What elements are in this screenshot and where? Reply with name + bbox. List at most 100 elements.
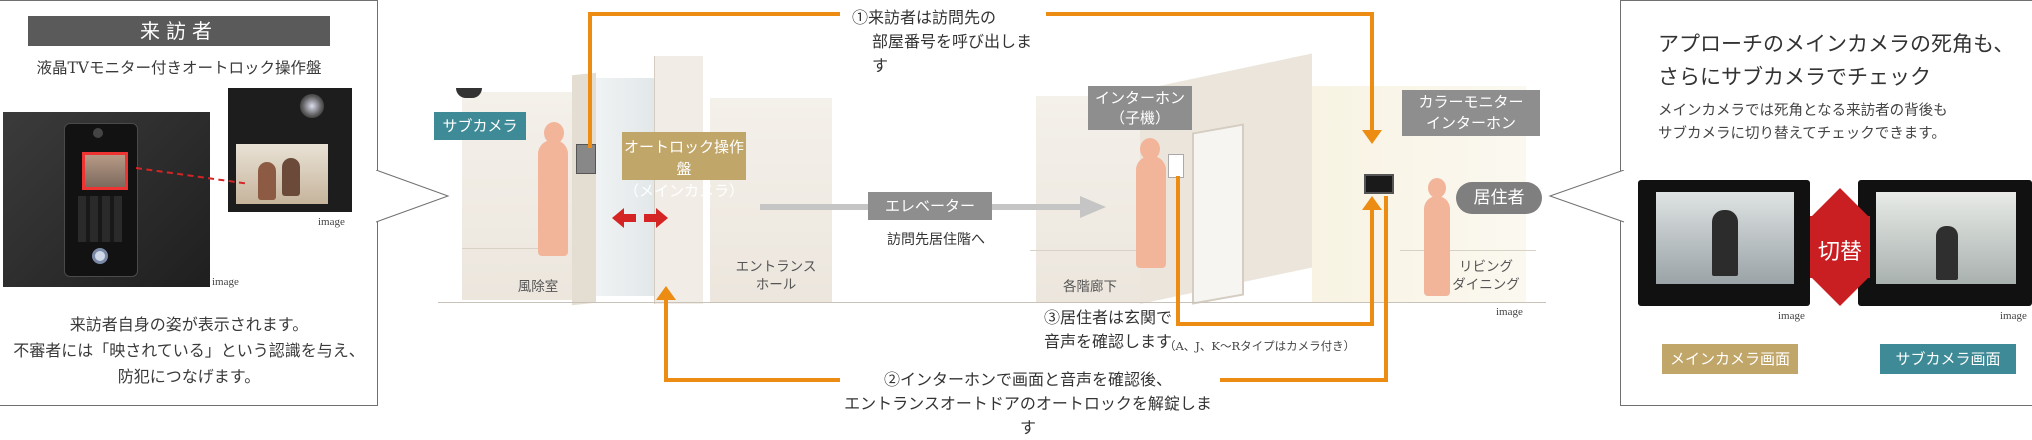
flow-arrowhead-icon bbox=[1362, 130, 1382, 144]
caption-line: 不審者には「映されている」という認識を与え、 bbox=[13, 341, 365, 360]
flow-line-step2 bbox=[1384, 196, 1388, 382]
step2-text: ②インターホンで画面と音声を確認後、 エントランスオートドアのオートロックを解錠… bbox=[838, 368, 1218, 440]
autolock-label: オートロック操作盤 （メインカメラ） bbox=[622, 132, 746, 200]
device-call-button bbox=[92, 248, 108, 264]
flow-line-step1 bbox=[1370, 12, 1374, 132]
flow-arrowhead-icon bbox=[1362, 196, 1382, 210]
room-label-entrance: エントランス ホール bbox=[726, 258, 826, 294]
room-label-living: リビング ダイニング bbox=[1446, 258, 1526, 294]
floor-line bbox=[438, 302, 1546, 303]
screen-person bbox=[258, 162, 276, 200]
visitor-at-door-figure bbox=[1136, 156, 1166, 268]
floor-edge bbox=[1030, 250, 1150, 251]
resident-figure bbox=[1424, 196, 1450, 296]
flow-line-step1 bbox=[588, 12, 840, 16]
left-callout-outline bbox=[376, 170, 450, 223]
right-callout-outline bbox=[1548, 170, 1625, 223]
flow-arrowhead-icon bbox=[656, 286, 676, 300]
room-label-line: ダイニング bbox=[1452, 277, 1520, 293]
color-monitor-label: カラーモニター インターホン bbox=[1402, 90, 1540, 136]
visitor-back-on-screen bbox=[1936, 226, 1958, 280]
autolock-label-line: オートロック操作盤 bbox=[623, 138, 744, 178]
main-camera-screen bbox=[1638, 180, 1810, 306]
image-tag: image bbox=[2000, 310, 2027, 322]
sub-camera-icon bbox=[456, 88, 482, 98]
flow-line-step2 bbox=[1220, 378, 1388, 382]
room-label-line: リビング bbox=[1459, 259, 1513, 275]
elevator-sublabel: 訪問先居住階へ bbox=[887, 232, 985, 248]
monitor-lens bbox=[300, 94, 324, 118]
room-label-corridor: 各階廊下 bbox=[1063, 279, 1117, 295]
flow-line-step1 bbox=[1046, 12, 1374, 16]
step2-line: ②インターホンで画面と音声を確認後、 bbox=[883, 370, 1172, 389]
room-label-windbreak: 風除室 bbox=[517, 279, 559, 295]
resident-head bbox=[1428, 178, 1446, 198]
flow-line-step2 bbox=[664, 298, 668, 382]
main-camera-view bbox=[1656, 192, 1794, 284]
flow-line-step2 bbox=[664, 378, 840, 382]
flow-line-step3 bbox=[1176, 322, 1372, 326]
intercom-label-line: インターホン bbox=[1094, 89, 1185, 107]
step3-note: （A、J、K～Rタイプはカメラ付き） bbox=[1164, 339, 1356, 353]
step2-line: エントランスオートドアのオートロックを解錠します bbox=[844, 394, 1212, 437]
step1-line: 部屋番号を呼び出します bbox=[872, 32, 1033, 75]
room-label-line: ホール bbox=[755, 277, 797, 293]
device-screen bbox=[82, 152, 128, 190]
main-camera-screen-label: メインカメラ画面 bbox=[1662, 344, 1798, 374]
floor-edge bbox=[462, 248, 554, 249]
visitor-head bbox=[544, 122, 564, 144]
switch-arrows-icon bbox=[1810, 188, 1870, 306]
flow-line-step1 bbox=[588, 12, 592, 148]
sub-camera-label: サブカメラ bbox=[434, 112, 526, 140]
glass-door-left bbox=[596, 78, 654, 296]
left-caption: 来訪者自身の姿が表示されます。 不審者には「映されている」という認識を与え、 防… bbox=[0, 312, 378, 390]
autolock-panel-icon bbox=[576, 144, 596, 174]
switch-label: 切替 bbox=[1817, 240, 1862, 265]
image-tag: image bbox=[1778, 310, 1805, 322]
intercom-label: インターホン （子機） bbox=[1088, 86, 1192, 130]
floor-edge bbox=[1400, 250, 1536, 251]
visitor-title: 来訪者 bbox=[28, 16, 330, 46]
step3-text: ③居住者は玄関で 音声を確認します bbox=[1002, 306, 1172, 354]
step3-line: ③居住者は玄関で bbox=[1043, 308, 1172, 327]
corridor-wall bbox=[1036, 96, 1140, 302]
room-label-line: エントランス bbox=[735, 259, 817, 275]
intercom-label-line: （子機） bbox=[1109, 109, 1170, 127]
inner-door-frame bbox=[572, 72, 596, 306]
monitor-screen bbox=[236, 144, 328, 204]
device-camera-lens bbox=[93, 128, 103, 138]
right-body-line: サブカメラに切り替えてチェックできます。 bbox=[1658, 126, 1946, 142]
step1-text: ①来訪者は訪問先の 部屋番号を呼び出します bbox=[852, 6, 1042, 78]
device-keypad bbox=[78, 196, 122, 242]
color-monitor-icon bbox=[1364, 174, 1394, 194]
glass-door-right bbox=[654, 56, 703, 304]
right-body-line: メインカメラでは死角となる来訪者の背後も bbox=[1658, 103, 1948, 119]
entry-door bbox=[1192, 123, 1244, 305]
right-title-line: さらにサブカメラでチェック bbox=[1658, 65, 1931, 89]
image-tag: image bbox=[1496, 306, 1523, 318]
color-monitor-label-line: インターホン bbox=[1425, 114, 1516, 132]
right-title: アプローチのメインカメラの死角も、 さらにサブカメラでチェック bbox=[1658, 28, 2018, 94]
image-tag: image bbox=[212, 276, 239, 288]
visitor-figure bbox=[538, 140, 568, 256]
right-title-line: アプローチのメインカメラの死角も、 bbox=[1658, 32, 2015, 56]
flow-line-step3 bbox=[1370, 210, 1374, 326]
screen-person bbox=[282, 158, 300, 196]
step1-line: ①来訪者は訪問先の bbox=[852, 8, 997, 27]
sub-camera-screen-label: サブカメラ画面 bbox=[1880, 344, 2016, 374]
caption-line: 来訪者自身の姿が表示されます。 bbox=[69, 315, 309, 334]
visitor-on-screen bbox=[1712, 210, 1738, 276]
door-open-arrows-icon bbox=[612, 208, 668, 228]
visitor-head bbox=[1140, 138, 1160, 160]
right-body: メインカメラでは死角となる来訪者の背後も サブカメラに切り替えてチェックできます… bbox=[1658, 100, 2018, 146]
panel-subtitle: 液晶TVモニター付きオートロック操作盤 bbox=[36, 59, 322, 77]
step3-line: 音声を確認します bbox=[1043, 332, 1172, 351]
color-monitor-label-line: カラーモニター bbox=[1418, 93, 1524, 111]
flow-line-step3 bbox=[1176, 176, 1180, 326]
door-intercom-icon bbox=[1168, 154, 1184, 178]
resident-label: 居住者 bbox=[1456, 182, 1542, 214]
sub-camera-view bbox=[1876, 192, 2016, 284]
sub-camera-screen bbox=[1858, 180, 2032, 306]
autolock-label-line: （メインカメラ） bbox=[623, 182, 744, 200]
image-tag: image bbox=[318, 216, 345, 228]
